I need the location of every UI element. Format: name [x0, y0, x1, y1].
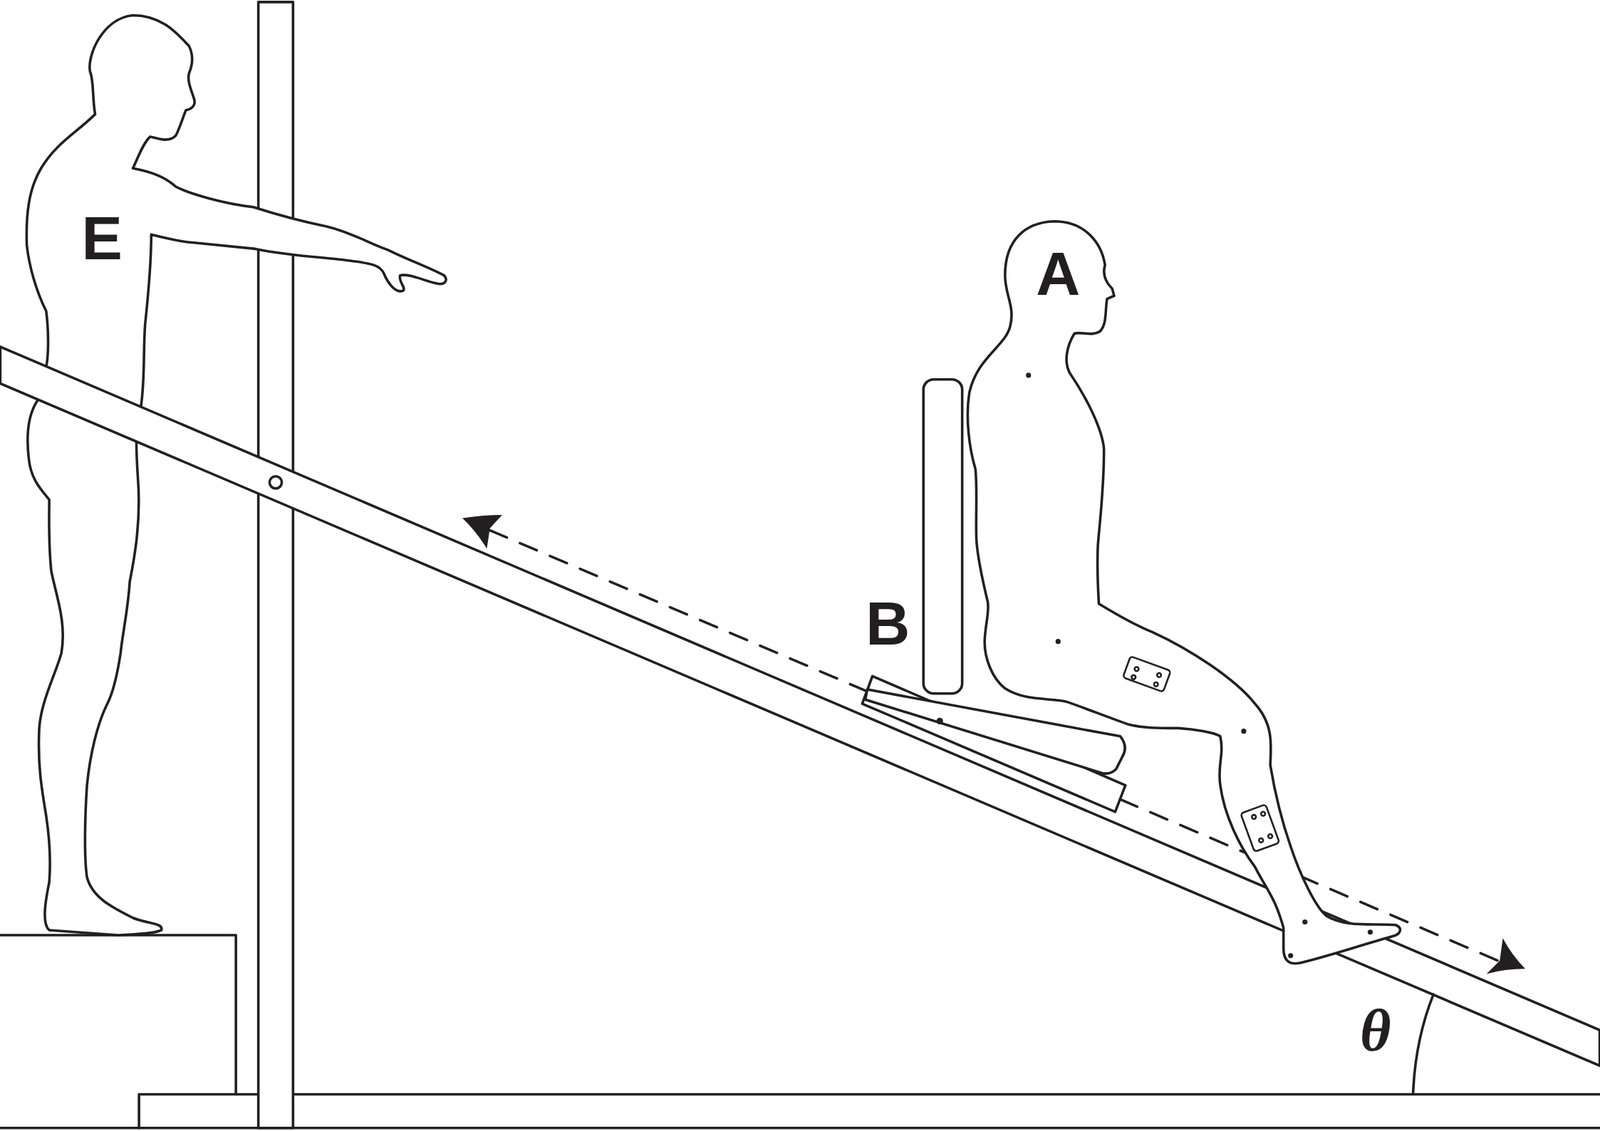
angle-arc: [1413, 994, 1435, 1095]
sensor-plates: [1122, 656, 1280, 853]
part-label: A: [1035, 242, 1080, 305]
base-platform: [138, 1094, 1600, 1128]
rivet: [937, 719, 942, 724]
step-platform: [0, 935, 236, 1095]
inclined-ramp: [0, 346, 1600, 1067]
floor-line: [0, 1126, 1600, 1130]
angle-symbol: θ: [1359, 1000, 1392, 1061]
part-label: B: [865, 592, 910, 654]
arrowhead-up: [462, 515, 503, 549]
part-label: E: [81, 207, 123, 269]
seated-person: [967, 221, 1400, 964]
backrest: [923, 379, 962, 694]
arrowhead-down: [1486, 938, 1526, 974]
joint-markers: [1025, 372, 1373, 959]
support-pole: [258, 2, 294, 1129]
ramp-pivot: [269, 476, 282, 489]
